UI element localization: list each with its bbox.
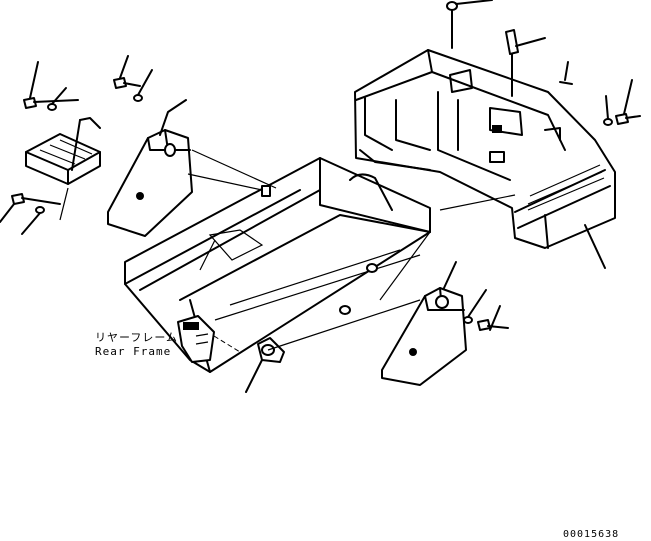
washer-left-mid [133, 69, 153, 102]
bolt-left-mid [113, 55, 141, 89]
washer-right-upper [603, 95, 613, 126]
washer-right-lower [463, 289, 487, 324]
bolt-right-upper [615, 79, 641, 125]
hitch-bracket [177, 315, 241, 363]
pin-top [505, 29, 546, 97]
bolt-top-right [446, 0, 493, 49]
washer-left-bottom [21, 206, 45, 235]
bracket-left [107, 129, 193, 237]
washer-small-right [559, 61, 573, 85]
rear-frame-label-jp: リヤーフレーム [95, 331, 179, 344]
drawing-number: 00015638 [563, 529, 620, 540]
bolt-right-lower [477, 305, 509, 331]
washer-left-top [47, 87, 67, 111]
hitch-pin [245, 337, 285, 393]
counterweight [354, 49, 616, 249]
assembly-lines [59, 99, 606, 351]
rear-frame-label-en: Rear Frame [95, 345, 172, 358]
bolt-left-top [23, 61, 79, 109]
bolt-left-bottom [0, 193, 61, 223]
mounting-plate [25, 117, 101, 185]
bracket-right [381, 287, 467, 386]
